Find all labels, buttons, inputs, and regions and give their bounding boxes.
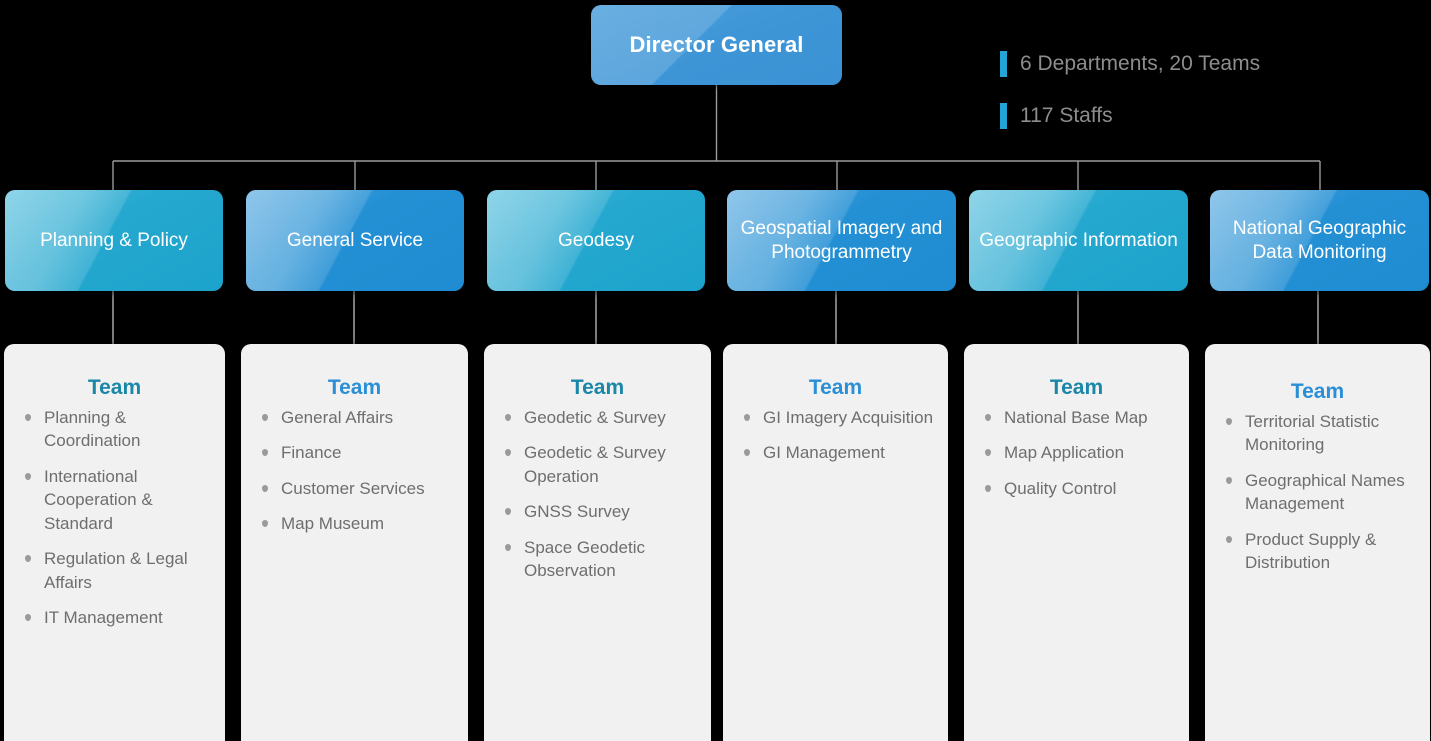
bullet-icon (25, 472, 31, 480)
team-list-item[interactable]: Finance (255, 441, 458, 464)
legend-item-departments-teams: 6 Departments, 20 Teams (1000, 46, 1330, 82)
legend-departments-teams-label: 6 Departments, 20 Teams (1020, 52, 1261, 75)
team-list-item[interactable]: Geodetic & Survey Operation (498, 441, 701, 488)
team-list-item[interactable]: National Base Map (978, 406, 1179, 429)
department-label: National Geographic Data Monitoring (1232, 218, 1407, 263)
team-list-item[interactable]: GI Management (737, 441, 938, 464)
team-item-label: Finance (281, 443, 342, 463)
team-item-label: Space Geodetic Observation (524, 537, 645, 581)
team-list-item[interactable]: Quality Control (978, 477, 1179, 500)
team-item-label: Geographical Names Management (1245, 470, 1405, 514)
department-box-general-service[interactable]: General Service (246, 190, 464, 291)
team-item-label: General Affairs (281, 408, 394, 427)
bullet-icon (505, 543, 511, 551)
bullet-icon (505, 414, 511, 421)
team-item-label: Regulation & Legal Affairs (44, 549, 188, 592)
team-item-label: GI Imagery Acquisition (763, 408, 934, 427)
team-list: Territorial Statistic Monitoring Geograp… (1205, 410, 1430, 575)
bullet-icon (1226, 535, 1232, 543)
team-list-item[interactable]: Map Application (978, 441, 1179, 464)
team-panel-heading: Team (327, 376, 382, 399)
team-list-item[interactable]: Planning & Coordination (18, 406, 215, 453)
team-list-item[interactable]: Product Supply & Distribution (1219, 528, 1420, 575)
team-panel-geospatial-imagery-photogrammetry: Team GI Imagery Acquisition GI Managemen… (723, 344, 948, 741)
team-item-label: GNSS Survey (524, 502, 630, 522)
bullet-icon (505, 449, 511, 457)
team-list-item[interactable]: GNSS Survey (498, 500, 701, 523)
team-list-item[interactable]: Regulation & Legal Affairs (18, 547, 215, 594)
team-list-item[interactable]: General Affairs (255, 406, 458, 429)
bullet-icon (985, 449, 991, 457)
department-label: Geospatial Imagery and Photogrammetry (740, 218, 943, 263)
team-item-label: GI Management (763, 443, 885, 463)
team-list-item[interactable]: Territorial Statistic Monitoring (1219, 410, 1420, 457)
team-list-item[interactable]: Space Geodetic Observation (498, 536, 701, 583)
bullet-icon (25, 414, 31, 421)
department-label: General Service (286, 229, 424, 251)
bullet-icon (25, 555, 31, 563)
department-box-geodesy[interactable]: Geodesy (487, 190, 705, 291)
team-item-label: Customer Services (281, 478, 425, 498)
department-label: Geographic Information (979, 229, 1178, 251)
team-item-label: National Base Map (1004, 408, 1148, 427)
team-item-label: International Cooperation & Standard (44, 466, 153, 533)
bullet-icon (1226, 476, 1232, 484)
director-general-label: Director General (629, 32, 804, 58)
department-box-planning-policy[interactable]: Planning & Policy (5, 190, 223, 291)
org-node-director-general[interactable]: Director General (591, 5, 842, 85)
team-panel-heading: Team (808, 376, 863, 399)
bullet-icon (744, 414, 750, 421)
team-list: GI Imagery Acquisition GI Management (723, 406, 948, 465)
team-item-label: Map Museum (281, 514, 384, 534)
team-item-label: Geodetic & Survey Operation (524, 443, 666, 486)
legend: 6 Departments, 20 Teams 117 Staffs (1000, 46, 1330, 150)
team-item-label: Planning & Coordination (44, 408, 141, 451)
bullet-icon (262, 449, 268, 457)
bullet-icon (262, 520, 268, 528)
team-item-label: Product Supply & Distribution (1245, 529, 1377, 573)
bullet-icon (744, 449, 750, 457)
bullet-icon (985, 414, 991, 421)
team-item-label: IT Management (44, 608, 163, 628)
team-list-item[interactable]: Map Museum (255, 512, 458, 535)
team-list-item[interactable]: IT Management (18, 606, 215, 629)
team-panel-geodesy: Team Geodetic & Survey Geodetic & Survey… (484, 344, 711, 741)
team-panel-national-geographic-data-monitoring: Team Territorial Statistic Monitoring Ge… (1205, 344, 1430, 741)
team-list: Geodetic & Survey Geodetic & Survey Oper… (484, 406, 711, 583)
legend-item-staffs: 117 Staffs (1000, 98, 1330, 134)
team-item-label: Quality Control (1004, 478, 1117, 498)
bullet-icon (25, 614, 31, 622)
legend-bar-icon (1000, 103, 1007, 129)
team-panel-geographic-information: Team National Base Map Map Application Q… (964, 344, 1189, 741)
department-label: Geodesy (557, 229, 635, 251)
department-box-geographic-information[interactable]: Geographic Information (969, 190, 1188, 291)
department-label: Planning & Policy (40, 229, 188, 251)
team-list: National Base Map Map Application Qualit… (964, 406, 1189, 500)
team-list-item[interactable]: Geodetic & Survey (498, 406, 701, 429)
bullet-icon (505, 508, 511, 516)
bullet-icon (262, 484, 268, 492)
team-item-label: Geodetic & Survey (524, 408, 666, 427)
team-item-label: Map Application (1004, 443, 1125, 463)
department-box-national-geographic-data-monitoring[interactable]: National Geographic Data Monitoring (1210, 190, 1429, 291)
bullet-icon (1226, 418, 1232, 425)
bullet-icon (262, 414, 268, 421)
team-panel-general-service: Team General Affairs Finance Customer Se… (241, 344, 468, 741)
team-list-item[interactable]: International Cooperation & Standard (18, 465, 215, 535)
team-panel-planning-policy: Team Planning & Coordination Internation… (4, 344, 225, 741)
department-box-geospatial-imagery-photogrammetry[interactable]: Geospatial Imagery and Photogrammetry (727, 190, 956, 291)
team-panel-heading: Team (570, 376, 625, 399)
team-panel-heading: Team (87, 376, 142, 399)
team-list: Planning & Coordination International Co… (4, 406, 225, 630)
team-list-item[interactable]: Customer Services (255, 477, 458, 500)
team-list-item[interactable]: GI Imagery Acquisition (737, 406, 938, 429)
team-list-item[interactable]: Geographical Names Management (1219, 469, 1420, 516)
team-item-label: Territorial Statistic Monitoring (1245, 412, 1380, 455)
team-panel-heading: Team (1049, 376, 1104, 399)
bullet-icon (985, 484, 991, 492)
legend-staffs-label: 117 Staffs (1020, 104, 1113, 127)
team-panel-heading: Team (1290, 380, 1345, 403)
legend-bar-icon (1000, 51, 1007, 77)
team-list: General Affairs Finance Customer Service… (241, 406, 468, 536)
